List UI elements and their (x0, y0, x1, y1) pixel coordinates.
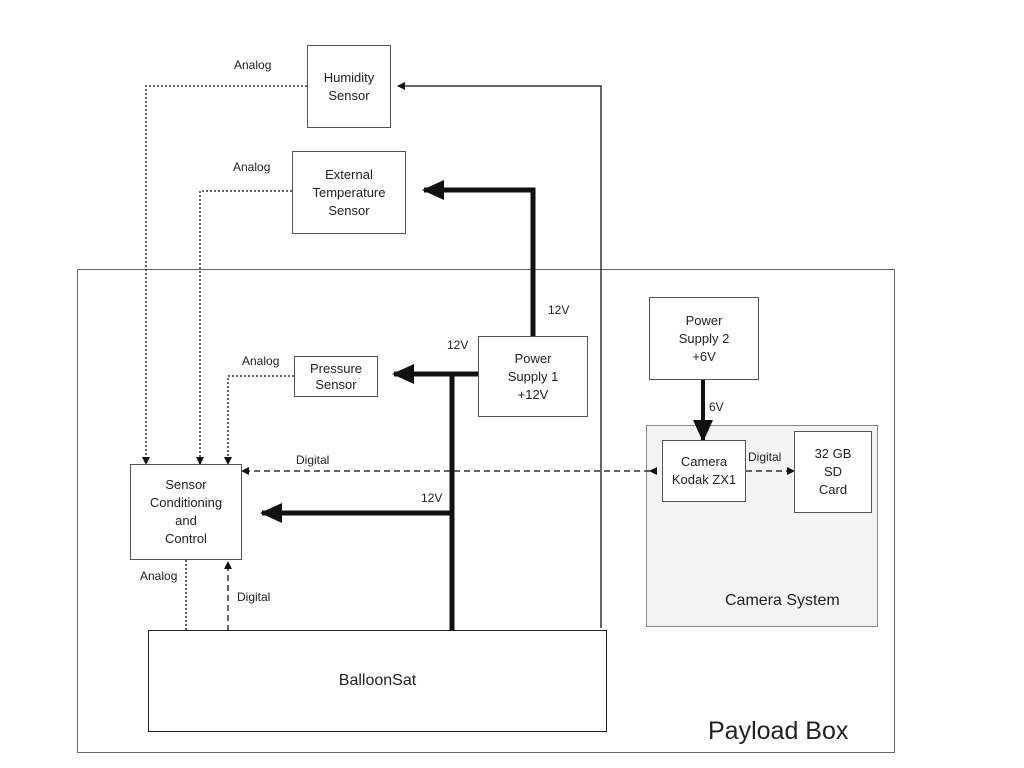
ext-temp-power-line (422, 180, 536, 336)
sd-card-block: 32 GB SD Card (794, 431, 872, 513)
balloonsat-block: BalloonSat (148, 630, 607, 732)
ext-temp-analog-label: Analog (233, 160, 271, 174)
sd-digital-label: Digital (748, 450, 782, 464)
sensor-conditioning-block: Sensor Conditioning and Control (130, 464, 242, 560)
payload-box-region (77, 269, 895, 753)
humidity-power-line (397, 82, 602, 628)
humidity-sensor-block: Humidity Sensor (307, 45, 391, 128)
power-supply-1-block: Power Supply 1 +12V (478, 336, 588, 417)
sensor-cond-12v-label: 12V (421, 491, 443, 505)
balloonsat-analog-label: Analog (140, 569, 178, 583)
humidity-analog-line (142, 85, 307, 465)
bus-12v-label: 12V (447, 338, 469, 352)
ext-temp-analog-line (196, 190, 292, 465)
balloonsat-digital-label: Digital (237, 590, 271, 604)
humidity-analog-label: Analog (234, 58, 272, 72)
payload-box-label: Payload Box (708, 717, 849, 745)
pressure-analog-line (224, 375, 294, 465)
power-supply-2-block: Power Supply 2 +6V (649, 297, 759, 380)
pressure-analog-label: Analog (242, 354, 280, 368)
camera-6v-label: 6V (709, 400, 724, 414)
external-temperature-sensor-block: External Temperature Sensor (292, 151, 406, 234)
camera-block: Camera Kodak ZX1 (662, 440, 746, 502)
camera-system-label: Camera System (725, 592, 840, 609)
camera-digital-label: Digital (296, 453, 330, 467)
pressure-sensor-block: Pressure Sensor (294, 356, 378, 397)
ext-temp-12v-label: 12V (548, 303, 570, 317)
